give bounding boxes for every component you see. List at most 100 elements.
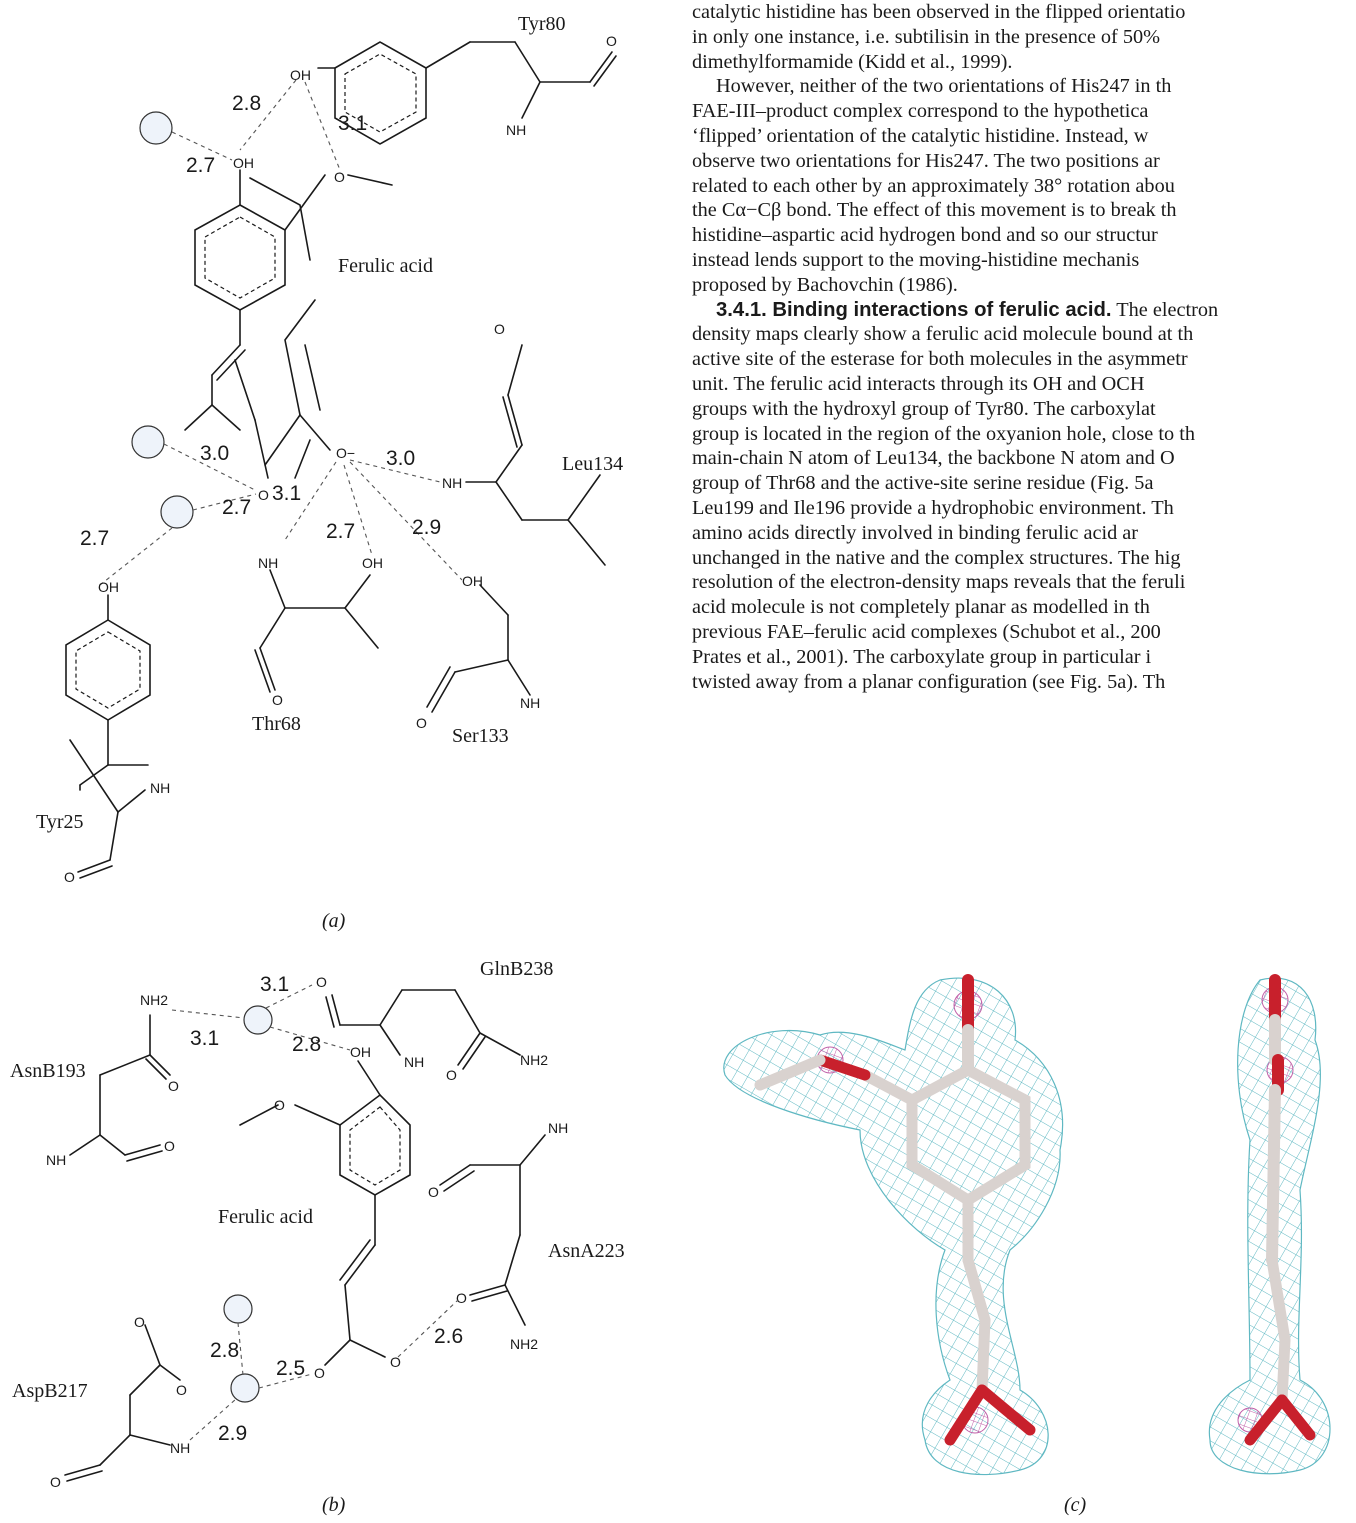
- distance-label: 2.6: [434, 1325, 463, 1348]
- text-line: previous FAE–ferulic acid complexes (Sch…: [692, 620, 1161, 643]
- asp-b217-structure: [64, 1324, 181, 1482]
- tyr25-structure: [65, 594, 151, 791]
- text-line: unit. The ferulic acid interacts through…: [692, 372, 1145, 395]
- body-text-column: catalytic histidine has been observed in…: [692, 0, 1356, 694]
- asn-b193-label: AsnB193: [10, 1060, 86, 1082]
- text-line: Leu199 and Ile196 provide a hydrophobic …: [692, 496, 1174, 519]
- asn193-o: O: [168, 1078, 179, 1094]
- ferulic-acid-structure: [184, 169, 393, 431]
- asp217-o2: O: [176, 1382, 187, 1398]
- figure-c-electron-density-map: [723, 974, 1331, 1476]
- tyr25-backbone: [69, 739, 146, 879]
- text-line: active site of the esterase for both mol…: [692, 348, 1188, 371]
- distance-label: 2.7: [222, 496, 251, 519]
- ferulic-acid-b-structure: [239, 1060, 411, 1366]
- tyr80-label: Tyr80: [518, 13, 565, 35]
- gln-nh: NH: [404, 1054, 424, 1070]
- text-line: density maps clearly show a ferulic acid…: [692, 323, 1194, 346]
- gln-b238-label: GlnB238: [480, 958, 553, 980]
- gln-b238-structure: [325, 989, 521, 1070]
- thr68-o: O: [272, 692, 283, 708]
- asn-a223-label: AsnA223: [548, 1240, 625, 1262]
- distance-label: 2.7: [186, 154, 215, 177]
- figure-b-interaction-diagram: O NH O NH2 GlnB238 3.1 3.1 2.8 NH2 O NH …: [10, 958, 625, 1490]
- ferulic-b-label: Ferulic acid: [218, 1206, 313, 1228]
- leu134-structure: [465, 344, 606, 566]
- distance-label: 3.1: [190, 1027, 219, 1050]
- distance-label: 3.1: [338, 112, 367, 135]
- ferulic-oh: OH: [233, 155, 254, 171]
- asn-b193-structure: [69, 1014, 171, 1162]
- text-line: in only one instance, i.e. subtilisin in…: [692, 25, 1161, 48]
- figure-a-caption: (a): [322, 910, 346, 932]
- ser133-structure: [426, 584, 531, 713]
- ser133-nh: NH: [520, 695, 540, 711]
- text-line: group is located in the region of the ox…: [692, 422, 1195, 445]
- text-line: amino acids directly involved in binding…: [692, 521, 1139, 544]
- density-map-front-view: [723, 974, 1064, 1476]
- ferulic-b-methoxy-o: O: [274, 1097, 285, 1113]
- thr68-nh: NH: [258, 555, 278, 571]
- asp-b217-label: AspB217: [12, 1380, 88, 1402]
- text-line: proposed by Bachovchin (1986).: [692, 273, 958, 296]
- distance-label: 3.1: [272, 482, 301, 505]
- distance-label: 2.8: [210, 1339, 239, 1362]
- tyr80-o: O: [606, 33, 617, 49]
- density-map-side-view: [1208, 974, 1331, 1475]
- text-line: FAE-III–product complex correspond to th…: [692, 100, 1149, 123]
- tyr80-oh: OH: [290, 67, 311, 83]
- distance-label: 3.1: [260, 973, 289, 996]
- ferulic-b-o: O: [314, 1365, 325, 1381]
- ser133-label: Ser133: [452, 725, 509, 747]
- leu134-nh: NH: [442, 475, 462, 491]
- asn193-nh2: NH2: [140, 992, 168, 1008]
- distance-label: 3.0: [386, 447, 415, 470]
- tyr25-label: Tyr25: [36, 811, 83, 833]
- asn223-o: O: [428, 1184, 439, 1200]
- text-line: histidine–aspartic acid hydrogen bond an…: [692, 224, 1158, 247]
- distance-label: 2.8: [232, 92, 261, 115]
- distance-label: 2.8: [292, 1033, 321, 1056]
- carboxylate-o: O: [258, 487, 269, 503]
- ferulic-b-o2: O: [390, 1354, 401, 1370]
- tyr25-o: O: [64, 869, 75, 885]
- distance-label: 2.9: [218, 1422, 247, 1445]
- text-line: main-chain N atom of Leu134, the backbon…: [692, 447, 1175, 470]
- tyr80-nh: NH: [506, 122, 526, 138]
- asp217-nh: NH: [170, 1440, 190, 1456]
- text-line: observe two orientations for His247. The…: [692, 149, 1160, 172]
- tyr80-ring: [317, 41, 617, 145]
- asn-a223-structure: [439, 1134, 546, 1326]
- asn223-nh: NH: [548, 1120, 568, 1136]
- carboxylate-o-minus: O−: [336, 445, 355, 461]
- asn193-o2: O: [164, 1138, 175, 1154]
- asn223-o2: O: [456, 1290, 467, 1306]
- figure-b-caption: (b): [322, 1494, 346, 1516]
- asp217-o: O: [134, 1314, 145, 1330]
- text-line: the Cα−Cβ bond. The effect of this movem…: [692, 199, 1177, 222]
- text-line: group of Thr68 and the active-site serin…: [692, 472, 1154, 495]
- asp217-o3: O: [50, 1474, 61, 1490]
- figure-c-caption: (c): [1064, 1494, 1087, 1516]
- tyr25-oh: OH: [98, 579, 119, 595]
- gln-o: O: [316, 974, 327, 990]
- text-line: instead lends support to the moving-hist…: [692, 248, 1140, 271]
- ferulic-methoxy-o: O: [334, 169, 345, 185]
- distance-label: 2.7: [326, 520, 355, 543]
- text-line: acid molecule is not completely planar a…: [692, 596, 1150, 619]
- ser133-o: O: [416, 715, 427, 731]
- distance-label: 2.9: [412, 516, 441, 539]
- thr68-oh: OH: [362, 555, 383, 571]
- water-molecule: [131, 425, 165, 459]
- asn223-nh2: NH2: [510, 1336, 538, 1352]
- ferulic-b-oh: OH: [350, 1044, 371, 1060]
- text-line: catalytic histidine has been observed in…: [692, 1, 1186, 23]
- gln-nh2: NH2: [520, 1052, 548, 1068]
- distance-label: 2.7: [80, 527, 109, 550]
- text-line: However, neither of the two orientations…: [716, 75, 1172, 98]
- gln-o2: O: [446, 1067, 457, 1083]
- text-line: unchanged in the native and the complex …: [692, 546, 1181, 569]
- tyr25-nh: NH: [150, 780, 170, 796]
- text-line: Prates et al., 2001). The carboxylate gr…: [692, 645, 1152, 668]
- distance-label: 2.5: [276, 1357, 305, 1380]
